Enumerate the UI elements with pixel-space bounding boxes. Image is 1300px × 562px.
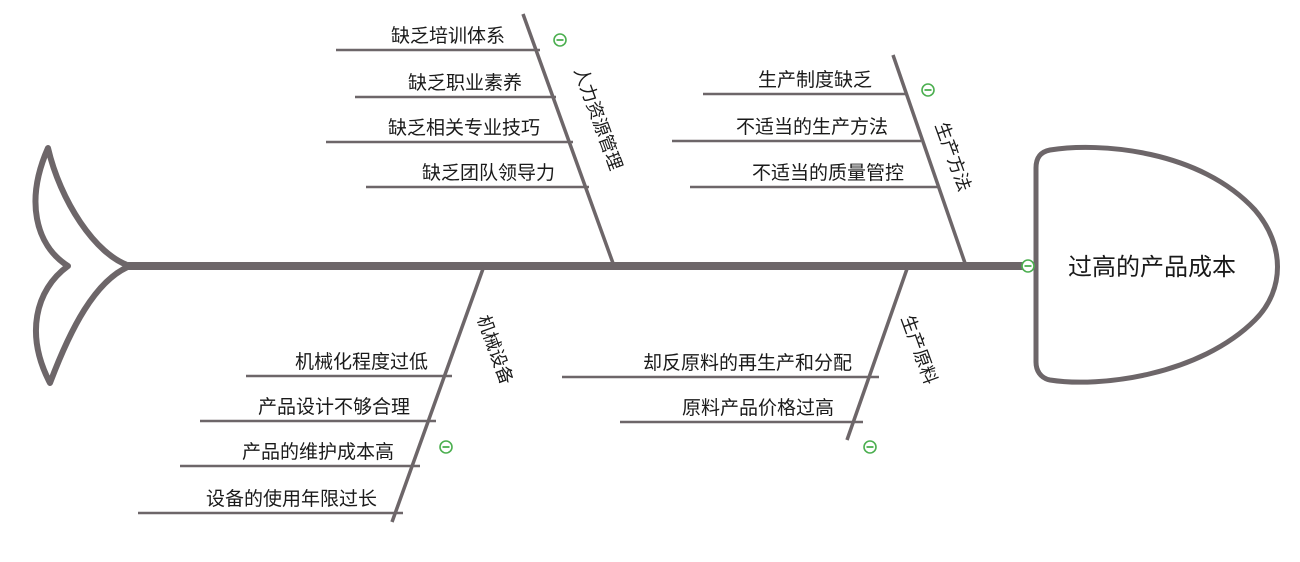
category-label: 人力资源管理 [569, 65, 626, 174]
cause-label: 产品的维护成本高 [242, 441, 394, 463]
cause-label: 不适当的质量管控 [752, 162, 904, 184]
cause-label: 原料产品价格过高 [682, 397, 834, 419]
cause-label: 设备的使用年限过长 [206, 488, 377, 510]
branch-line [390, 265, 486, 523]
effect-label: 过高的产品成本 [1068, 254, 1236, 281]
category-human-resources: 人力资源管理 缺乏培训体系 缺乏职业素养 缺乏相关专业技巧 缺乏团队领导力 [326, 13, 626, 267]
cause-label: 缺乏培训体系 [391, 25, 505, 47]
category-label: 机械设备 [472, 313, 516, 388]
category-collapse-icon[interactable] [921, 83, 935, 97]
category-collapse-icon[interactable] [553, 33, 567, 47]
category-collapse-icon[interactable] [863, 440, 877, 454]
category-machinery: 机械设备 机械化程度过低 产品设计不够合理 产品的维护成本高 设备的使用年限过长 [138, 265, 517, 523]
cause-label: 不适当的生产方法 [736, 116, 888, 138]
category-raw-materials: 生产原料 却反原料的再生产和分配 原料产品价格过高 [562, 265, 941, 454]
cause-label: 却反原料的再生产和分配 [643, 352, 852, 374]
cause-label: 产品设计不够合理 [258, 396, 410, 418]
branch-line [521, 13, 616, 267]
effect-collapse-icon[interactable] [1021, 259, 1035, 273]
cause-label: 机械化程度过低 [295, 351, 428, 373]
category-production-method: 生产方法 生产制度缺乏 不适当的生产方法 不适当的质量管控 [672, 54, 975, 267]
cause-label: 生产制度缺乏 [758, 69, 872, 91]
svg-text:人力资源管理: 人力资源管理 [569, 65, 626, 174]
category-collapse-icon[interactable] [439, 440, 453, 454]
fish-head[interactable] [1033, 144, 1280, 385]
branch-line [891, 54, 968, 267]
branch-line [845, 265, 910, 441]
cause-label: 缺乏相关专业技巧 [388, 117, 540, 139]
cause-label: 缺乏团队领导力 [422, 162, 555, 184]
svg-text:机械设备: 机械设备 [472, 313, 516, 388]
fish-tail [32, 145, 133, 386]
cause-label: 缺乏职业素养 [408, 72, 522, 94]
category-label: 生产原料 [896, 313, 940, 388]
svg-text:生产原料: 生产原料 [896, 313, 940, 388]
